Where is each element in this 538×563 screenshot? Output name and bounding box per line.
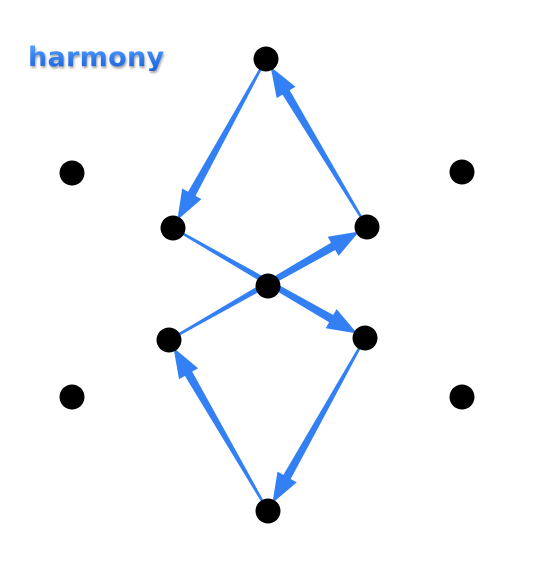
dot-inner-right-lower bbox=[352, 325, 378, 351]
arrow-bottom-to-inner-left-lower bbox=[173, 347, 266, 507]
dot-right-outer-lower bbox=[449, 384, 475, 410]
arrow-inner-right-lower-to-bottom bbox=[272, 342, 364, 504]
dot-right-outer-upper bbox=[449, 159, 475, 185]
dots-layer bbox=[59, 46, 475, 524]
arrow-top-to-inner-left-upper bbox=[177, 63, 265, 221]
dot-center bbox=[255, 273, 281, 299]
dot-inner-left-lower bbox=[156, 327, 182, 353]
dot-bottom bbox=[255, 498, 281, 524]
dot-inner-right-upper bbox=[354, 214, 380, 240]
diagram-title: harmony bbox=[28, 42, 165, 73]
dot-inner-left-upper bbox=[160, 215, 186, 241]
dot-left-outer-lower bbox=[59, 384, 85, 410]
arrow-inner-right-upper-to-top bbox=[270, 66, 365, 223]
dot-top bbox=[253, 46, 279, 72]
dot-left-outer-upper bbox=[59, 160, 85, 186]
